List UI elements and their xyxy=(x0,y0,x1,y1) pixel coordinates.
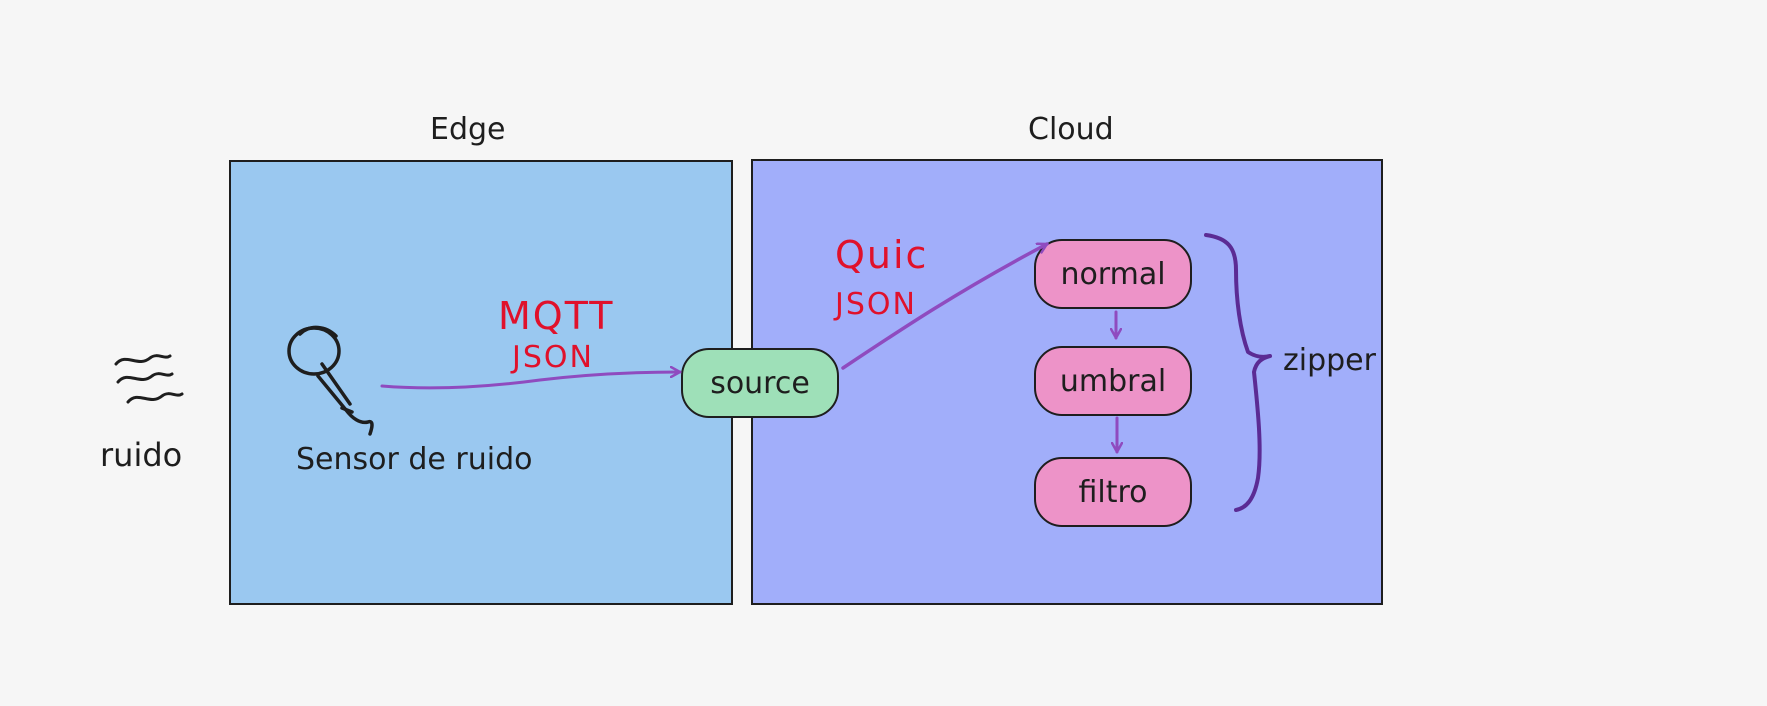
noise-wave-icon xyxy=(114,354,184,404)
sensor-label: Sensor de ruido xyxy=(296,442,533,477)
edge-protocol-json: JSON xyxy=(512,340,594,375)
edge-region xyxy=(229,160,733,605)
edge-title: Edge xyxy=(430,112,506,147)
edge-protocol-mqtt: MQTT xyxy=(498,294,615,338)
source-node: source xyxy=(681,348,839,418)
umbral-node: umbral xyxy=(1034,346,1192,416)
cloud-protocol-json: JSON xyxy=(835,287,917,322)
zipper-label: zipper xyxy=(1283,343,1376,378)
ruido-label: ruido xyxy=(100,436,183,474)
normal-node: normal xyxy=(1034,239,1192,309)
cloud-title: Cloud xyxy=(1028,112,1114,147)
cloud-protocol-quic: Quic xyxy=(835,233,929,277)
filtro-node: filtro xyxy=(1034,457,1192,527)
